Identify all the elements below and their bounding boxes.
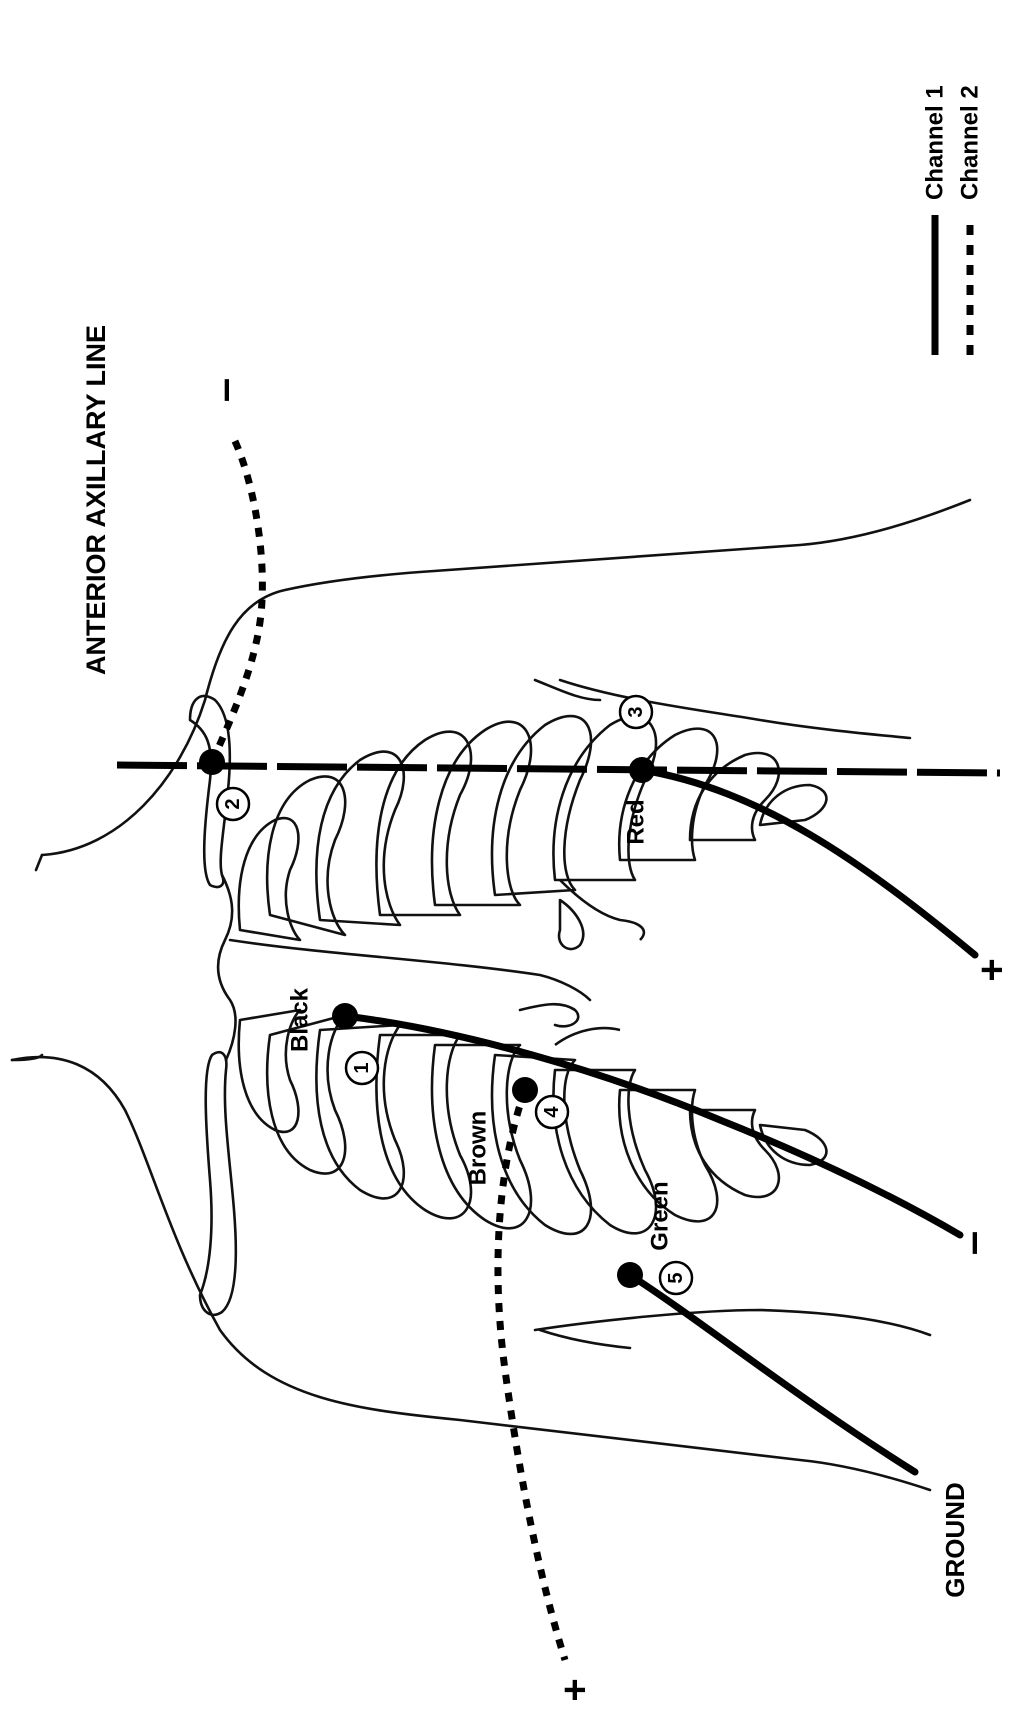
electrode-dot-3: [629, 757, 655, 783]
electrode-dot-4: [512, 1077, 538, 1103]
ribcage-right: [239, 1010, 827, 1234]
electrode-number-1: 1: [346, 1052, 378, 1084]
anterior-axillary-line-label: ANTERIOR AXILLARY LINE: [81, 325, 111, 675]
legend-channel2-label: Channel 2: [957, 85, 984, 200]
label-black: Black: [287, 987, 314, 1052]
label-brown: Brown: [465, 1111, 492, 1186]
clavicle-right: [200, 1052, 236, 1315]
electrodes: [199, 749, 655, 1288]
electrode-number-4: 4: [536, 1096, 568, 1128]
electrode-number-3: 3: [620, 696, 652, 728]
electrode-dot-2: [199, 749, 225, 775]
arm-line-upper: [560, 680, 910, 738]
polarity-signs: – + – +: [200, 378, 1013, 1702]
legend-channel1-label: Channel 1: [922, 85, 949, 200]
channel1-positive-sign: +: [970, 958, 1013, 981]
legend: Channel 1 Channel 2: [922, 85, 984, 355]
channel2-positive-sign: +: [553, 1678, 597, 1701]
svg-text:5: 5: [665, 1272, 687, 1283]
svg-text:4: 4: [541, 1106, 563, 1118]
label-red: Red: [623, 799, 650, 844]
axilla-lower: [540, 1330, 630, 1348]
svg-text:1: 1: [351, 1062, 373, 1073]
anterior-axillary-line: [117, 765, 1000, 773]
neck-outline: [12, 855, 42, 1060]
body-outline: [12, 500, 970, 1490]
arm-line-lower: [535, 1310, 930, 1335]
label-green: Green: [647, 1181, 674, 1250]
ribcage-left: [239, 716, 827, 940]
svg-text:2: 2: [222, 798, 244, 809]
svg-text:3: 3: [625, 706, 647, 717]
electrode-dot-1: [332, 1003, 358, 1029]
channel1-negative-sign: –: [948, 1231, 997, 1255]
ground-label: GROUND: [940, 1482, 970, 1598]
shoulder-outline-left: [42, 500, 970, 855]
electrode-number-2: 2: [217, 788, 249, 820]
sternum-body: [230, 940, 590, 1000]
xiphoid: [559, 900, 583, 949]
electrode-dot-5: [617, 1262, 643, 1288]
channel1-wires: [345, 770, 975, 1472]
ground-wire: [630, 1275, 915, 1472]
channel2-wire-negative: [212, 435, 262, 762]
channel1-wire-positive: [642, 770, 975, 955]
electrode-number-5: 5: [660, 1262, 692, 1294]
sternal-notch: [218, 875, 235, 1060]
costal-cartilage: [520, 1004, 578, 1026]
channel2-negative-sign: –: [200, 378, 249, 402]
